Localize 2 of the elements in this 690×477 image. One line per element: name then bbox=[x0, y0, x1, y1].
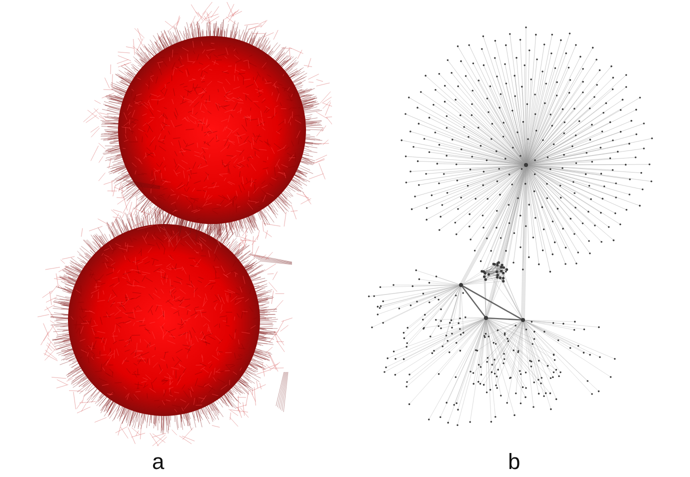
panel-label: b bbox=[508, 451, 520, 473]
panel-label: a bbox=[152, 451, 164, 473]
